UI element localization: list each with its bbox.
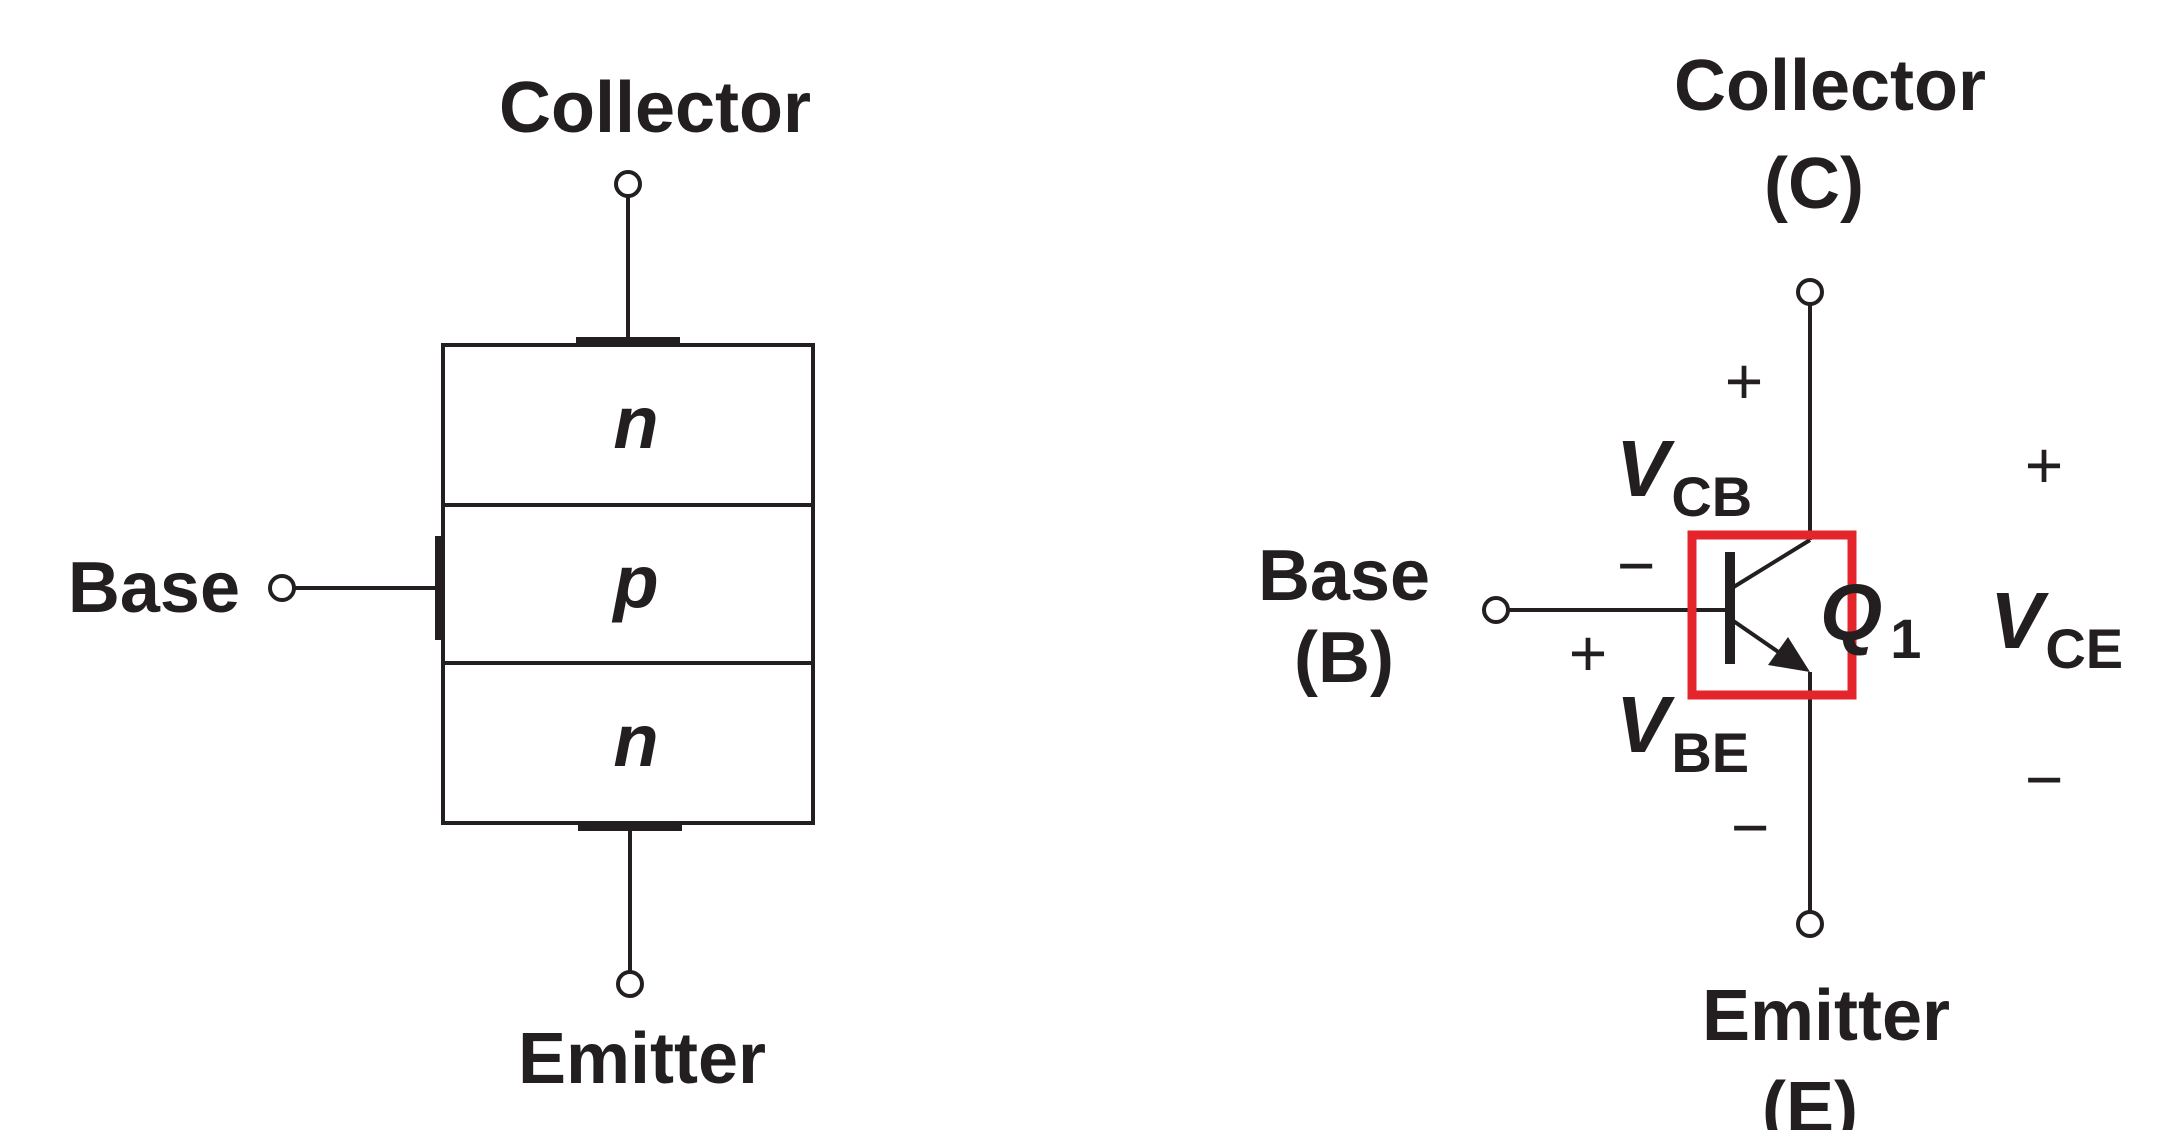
vbe-plus-sign: + [1569, 616, 1608, 690]
left-base-terminal [268, 574, 296, 602]
vcb-minus-sign: − [1617, 528, 1656, 602]
collector-region-label: n [613, 381, 658, 464]
vcb-plus-sign: + [1725, 344, 1764, 418]
right-emitter-abbr: (E) [1762, 1068, 1858, 1130]
emitter-region-label: n [613, 699, 658, 782]
vce-label: VCE [1990, 576, 2123, 680]
collector-diagonal [1730, 538, 1812, 590]
vbe-minus-sign: − [1731, 790, 1770, 864]
left-collector-label: Collector [499, 68, 811, 148]
npn-structure: Collector n p n Base Emitter [68, 68, 815, 1099]
emitter-arrow-icon [1768, 637, 1810, 672]
left-emitter-label: Emitter [518, 1019, 766, 1099]
vcb-label: VCB [1616, 424, 1752, 528]
right-base-label: Base [1258, 536, 1430, 616]
transistor-highlight-box [1687, 530, 1857, 700]
right-collector-label: Collector [1674, 46, 1986, 126]
right-collector-abbr: (C) [1764, 144, 1864, 224]
right-emitter-label: Emitter [1702, 976, 1950, 1056]
left-emitter-terminal [616, 970, 644, 998]
left-base-label: Base [68, 548, 240, 628]
vbe-label: VBE [1616, 680, 1749, 784]
right-emitter-terminal [1796, 910, 1824, 938]
vce-minus-sign: − [2025, 742, 2064, 816]
right-base-abbr: (B) [1294, 618, 1394, 698]
base-region-label: p [611, 540, 658, 623]
left-collector-terminal [614, 170, 642, 198]
vce-plus-sign: + [2025, 428, 2064, 502]
right-collector-terminal [1796, 278, 1824, 306]
right-base-terminal [1482, 596, 1510, 624]
